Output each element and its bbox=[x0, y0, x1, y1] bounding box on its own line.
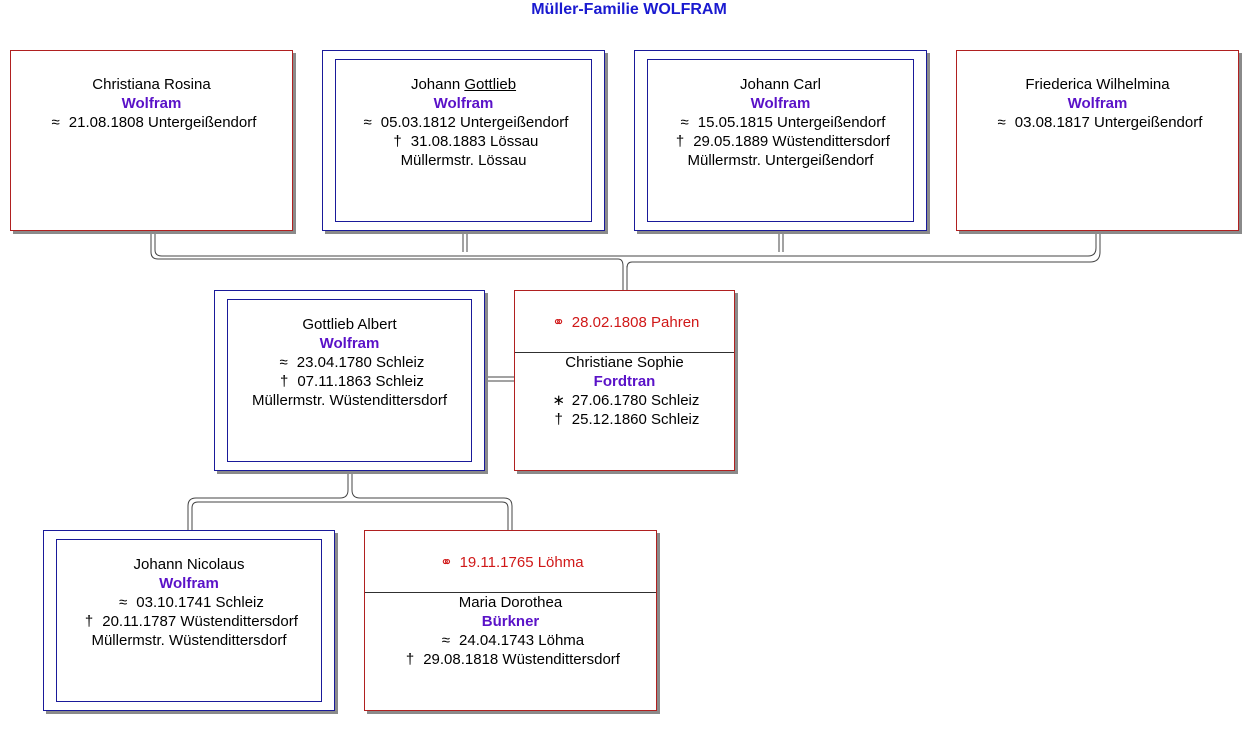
marriage-rings-icon: ⚭ bbox=[440, 554, 453, 571]
baptism-date-place: 03.10.1741 Schleiz bbox=[136, 594, 264, 611]
surname: Wolfram bbox=[159, 575, 219, 592]
baptism-date-place: 21.08.1808 Untergeißendorf bbox=[68, 114, 257, 131]
baptism-icon: ≈ bbox=[363, 114, 372, 131]
given-name: Christiana Rosina bbox=[92, 76, 211, 93]
person-card-christiana-rosina[interactable]: Christiana Rosina Wolfram ≈ 21.08.1808 U… bbox=[10, 50, 293, 231]
person-card-johann-nicolaus[interactable]: Johann Nicolaus Wolfram ≈ 03.10.1741 Sch… bbox=[43, 530, 335, 711]
baptism-icon: ≈ bbox=[997, 114, 1006, 131]
occupation: Müllermstr. Lössau bbox=[400, 152, 527, 169]
person-card-christiane-sophie[interactable]: ⚭ 28.02.1808 Pahren Christiane Sophie Fo… bbox=[514, 290, 735, 471]
death-date-place: 29.05.1889 Wüstendittersdorf bbox=[693, 133, 890, 150]
baptism-icon: ≈ bbox=[279, 354, 288, 371]
marriage-line: ⚭ 19.11.1765 Löhma bbox=[365, 553, 656, 571]
baptism-date-place: 05.03.1812 Untergeißendorf bbox=[380, 114, 569, 131]
call-name: Gottlieb bbox=[464, 76, 517, 93]
marriage-line: ⚭ 28.02.1808 Pahren bbox=[515, 313, 734, 331]
given-name: Christiane Sophie bbox=[565, 354, 684, 371]
baptism-icon: ≈ bbox=[51, 114, 60, 131]
surname: Wolfram bbox=[433, 95, 494, 112]
baptism-icon: ≈ bbox=[680, 114, 689, 131]
person-card-friederica-wilhelmina[interactable]: Friederica Wilhelmina Wolfram ≈ 03.08.18… bbox=[956, 50, 1239, 231]
death-icon: † bbox=[280, 373, 289, 390]
surname: Wolfram bbox=[319, 335, 380, 352]
given-name: Friederica Wilhelmina bbox=[1025, 76, 1170, 93]
death-icon: † bbox=[554, 411, 563, 428]
divider bbox=[365, 592, 656, 593]
surname: Wolfram bbox=[750, 95, 811, 112]
person-card-johann-gottlieb[interactable]: Johann Gottlieb Wolfram ≈ 05.03.1812 Unt… bbox=[322, 50, 605, 231]
surname: Wolfram bbox=[121, 95, 182, 112]
death-date-place: 07.11.1863 Schleiz bbox=[297, 373, 424, 390]
given-name: Maria Dorothea bbox=[458, 594, 563, 611]
marriage-date-place: 28.02.1808 Pahren bbox=[571, 314, 700, 331]
surname: Fordtran bbox=[593, 373, 656, 390]
baptism-icon: ≈ bbox=[118, 594, 128, 611]
death-icon: † bbox=[675, 133, 685, 150]
death-icon: † bbox=[393, 133, 402, 150]
given-name: Johann Carl bbox=[740, 76, 821, 93]
birth-date-place: 27.06.1780 Schleiz bbox=[571, 392, 700, 409]
baptism-icon: ≈ bbox=[441, 632, 450, 649]
given-name: Johann Nicolaus bbox=[133, 556, 245, 573]
baptism-date-place: 24.04.1743 Löhma bbox=[459, 632, 585, 649]
occupation: Müllermstr. Wüstendittersdorf bbox=[251, 392, 448, 409]
baptism-date-place: 23.04.1780 Schleiz bbox=[296, 354, 425, 371]
given-name: Gottlieb Albert bbox=[302, 316, 397, 333]
surname: Wolfram bbox=[1067, 95, 1128, 112]
divider bbox=[515, 352, 734, 353]
given-name: Johann Gottlieb bbox=[410, 76, 517, 93]
death-date-place: 25.12.1860 Schleiz bbox=[571, 411, 700, 428]
death-date-place: 20.11.1787 Wüstendittersdorf bbox=[102, 613, 298, 630]
birth-icon: ∗ bbox=[552, 392, 565, 409]
death-date-place: 31.08.1883 Lössau bbox=[410, 133, 539, 150]
marriage-date-place: 19.11.1765 Löhma bbox=[459, 554, 584, 571]
baptism-date-place: 15.05.1815 Untergeißendorf bbox=[697, 114, 886, 131]
occupation: Müllermstr. Untergeißendorf bbox=[687, 152, 874, 169]
person-card-maria-dorothea[interactable]: ⚭ 19.11.1765 Löhma Maria Dorothea Bürkne… bbox=[364, 530, 657, 711]
death-date-place: 29.08.1818 Wüstendittersdorf bbox=[423, 651, 620, 668]
marriage-rings-icon: ⚭ bbox=[552, 314, 565, 331]
chart-title: Müller-Familie WOLFRAM bbox=[531, 1, 727, 18]
death-icon: † bbox=[405, 651, 415, 668]
direct-line-frame bbox=[56, 539, 322, 702]
direct-line-frame bbox=[227, 299, 472, 462]
direct-line-frame bbox=[335, 59, 592, 222]
direct-line-frame bbox=[647, 59, 914, 222]
death-icon: † bbox=[84, 613, 94, 630]
occupation: Müllermstr. Wüstendittersdorf bbox=[91, 632, 287, 649]
surname: Bürkner bbox=[481, 613, 540, 630]
baptism-date-place: 03.08.1817 Untergeißendorf bbox=[1014, 114, 1203, 131]
person-card-johann-carl[interactable]: Johann Carl Wolfram ≈ 15.05.1815 Unterge… bbox=[634, 50, 927, 231]
person-card-gottlieb-albert[interactable]: Gottlieb Albert Wolfram ≈ 23.04.1780 Sch… bbox=[214, 290, 485, 471]
